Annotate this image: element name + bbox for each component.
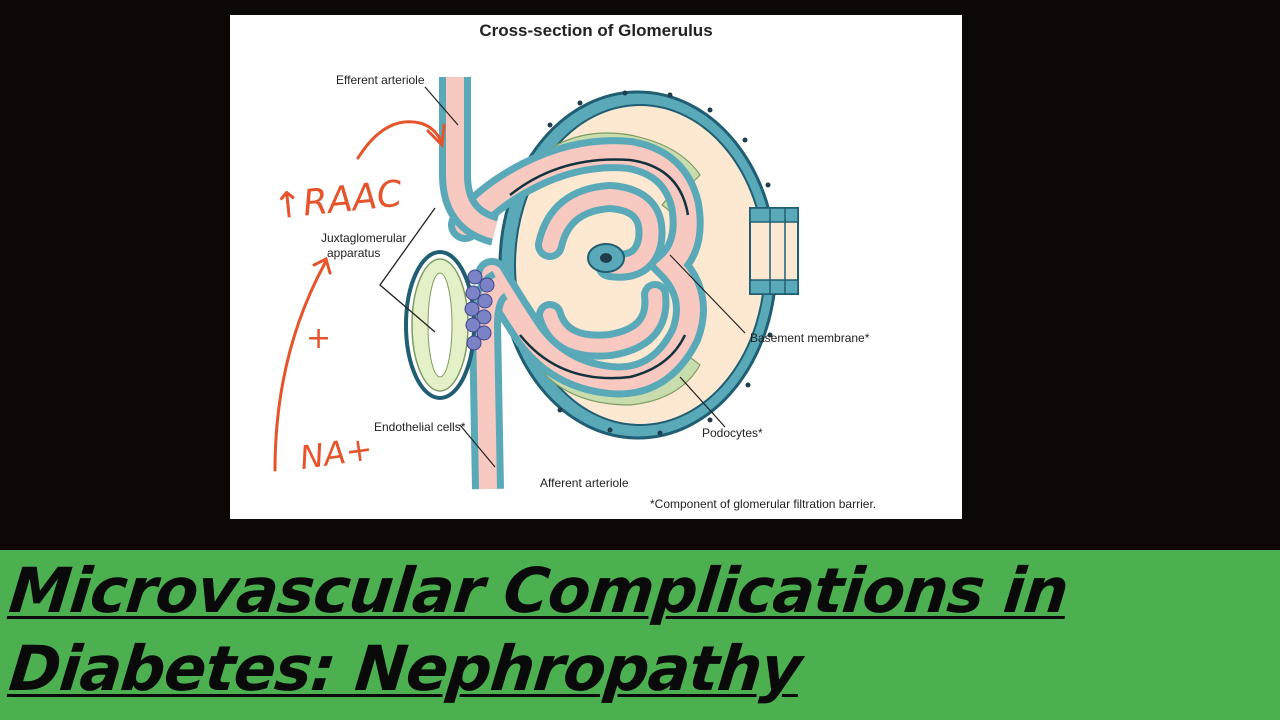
proximal-tubule: [749, 207, 799, 295]
label-endothelial-cells: Endothelial cells*: [374, 420, 466, 434]
banner-title-line-1: Microvascular Complications in: [5, 554, 1072, 627]
juxtaglomerular-apparatus: [379, 207, 495, 400]
annotation-na: NA+: [298, 429, 375, 477]
label-basement-membrane: Basement membrane*: [750, 331, 870, 345]
label-podocytes: Podocytes*: [702, 426, 763, 440]
diagram-title: Cross-section of Glomerulus: [479, 21, 712, 40]
banner-title-line-2: Diabetes: Nephropathy: [5, 632, 805, 705]
annotation-plus: +: [306, 321, 331, 356]
capillary-loops: [448, 137, 707, 398]
label-juxtaglomerular-2: apparatus: [327, 246, 380, 260]
annotation-raac: ↑RAAC: [271, 173, 405, 227]
label-efferent-arteriole: Efferent arteriole: [336, 73, 425, 87]
footnote: *Component of glomerular filtration barr…: [650, 497, 876, 511]
arrow-curve-top: [356, 120, 444, 160]
arrow-curve-left: [273, 261, 327, 472]
title-banner: Microvascular Complications in Diabetes:…: [0, 550, 1280, 720]
leader-lines: [424, 86, 746, 468]
efferent-arteriole: [439, 77, 500, 246]
label-juxtaglomerular-1: Juxtaglomerular: [321, 231, 406, 245]
arrow-head-left: [312, 256, 332, 275]
label-afferent-arteriole: Afferent arteriole: [540, 476, 629, 490]
glomerulus-diagram: Cross-section of Glomerulus: [271, 21, 876, 511]
arrow-head-top: [426, 123, 446, 149]
diagram-card: Cross-section of Glomerulus: [230, 15, 962, 519]
